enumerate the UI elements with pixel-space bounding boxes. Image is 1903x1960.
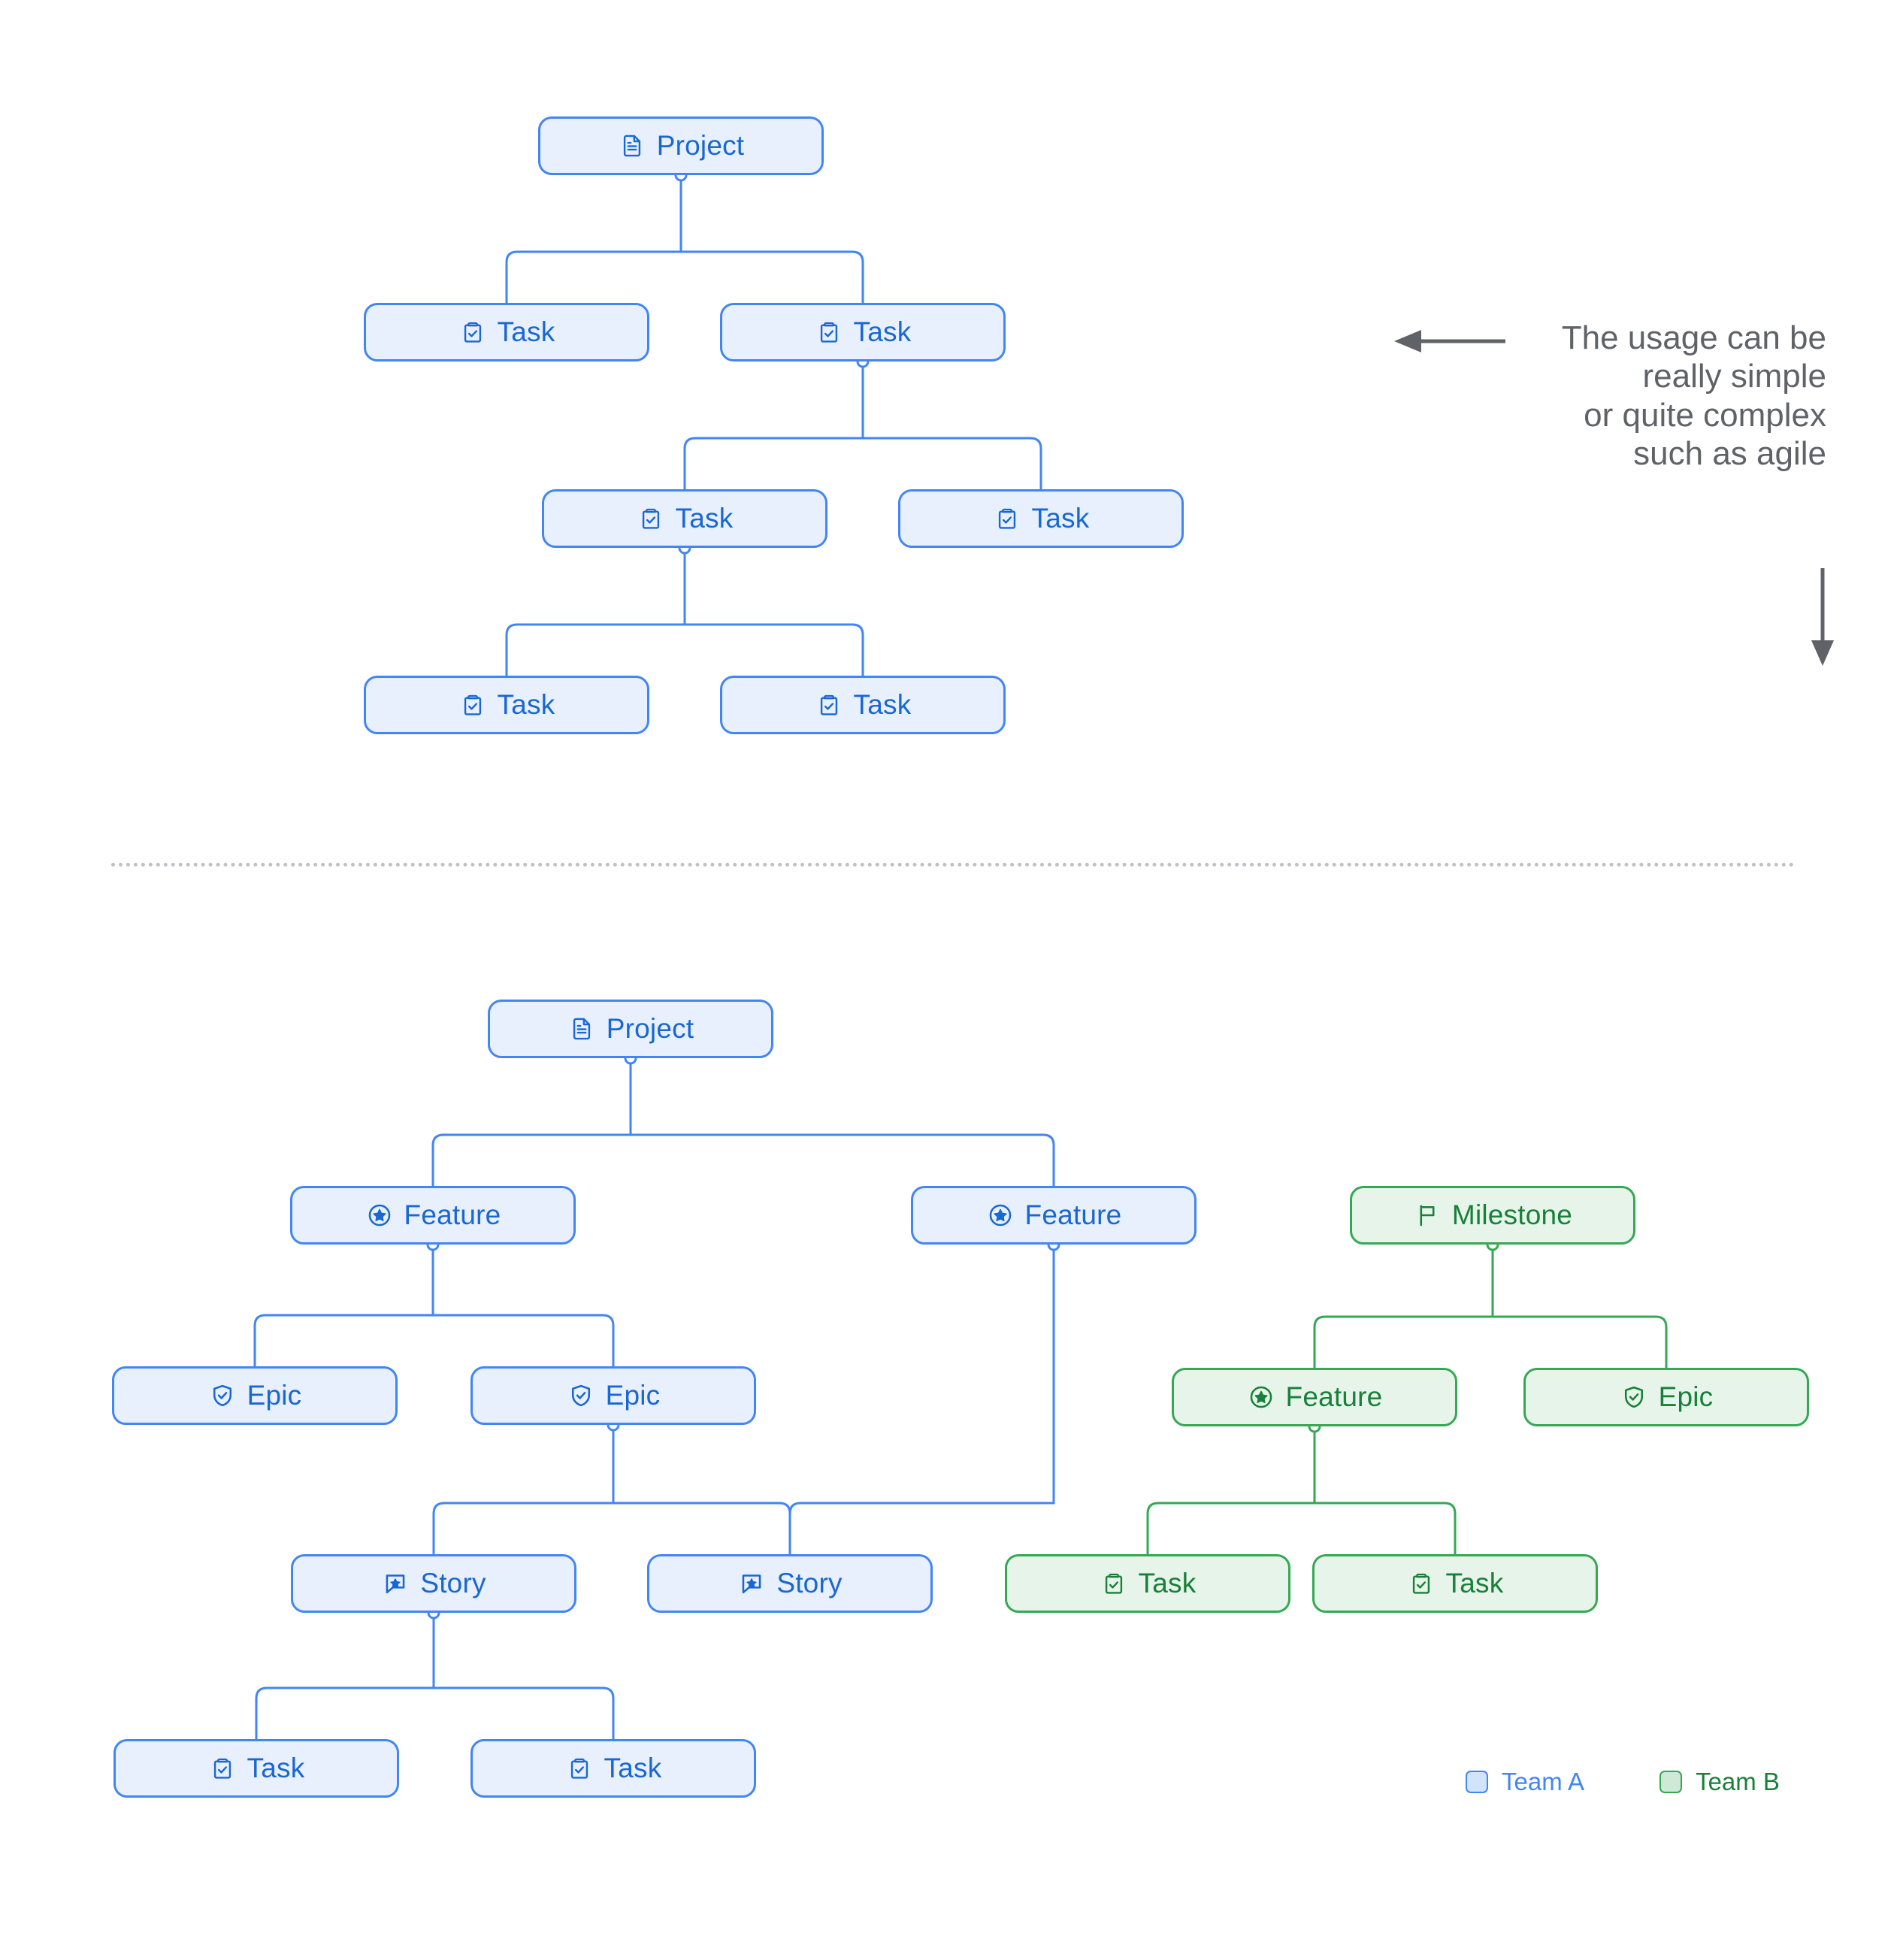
node-task-green[interactable]: Task bbox=[1005, 1554, 1290, 1613]
node-label: Feature bbox=[404, 1199, 501, 1230]
node-label: Story bbox=[420, 1568, 486, 1599]
node-task-blue[interactable]: Task bbox=[364, 303, 649, 361]
annotation-line: such as agile bbox=[1633, 435, 1826, 473]
node-task-blue[interactable]: Task bbox=[364, 676, 649, 734]
node-label: Epic bbox=[247, 1380, 302, 1411]
node-task-blue[interactable]: Task bbox=[542, 489, 827, 548]
annotation-text: The usage can be really simple or quite … bbox=[1473, 319, 1826, 473]
legend-swatch-blue bbox=[1466, 1771, 1488, 1793]
shield-check-icon bbox=[1620, 1383, 1648, 1411]
comment-star-icon bbox=[737, 1569, 766, 1598]
connector-path bbox=[788, 1502, 1055, 1556]
clipboard-check-icon bbox=[458, 318, 487, 346]
clipboard-check-icon bbox=[565, 1754, 594, 1783]
arrow-down-icon bbox=[1811, 568, 1834, 666]
node-label: Task bbox=[853, 316, 912, 347]
legend-item-team-a[interactable]: Team A bbox=[1466, 1768, 1584, 1796]
node-label: Task bbox=[853, 689, 912, 720]
connector-path bbox=[1146, 1502, 1316, 1556]
connector-path bbox=[432, 1686, 615, 1741]
node-epic-blue[interactable]: Epic bbox=[112, 1366, 398, 1425]
clipboard-check-icon bbox=[815, 318, 843, 346]
node-milestone-green[interactable]: Milestone bbox=[1350, 1186, 1635, 1245]
annotation-line: really simple bbox=[1642, 358, 1826, 395]
arrow-left-icon bbox=[1394, 330, 1505, 352]
annotation-line: The usage can be bbox=[1561, 319, 1826, 356]
star-circle-icon bbox=[365, 1201, 394, 1230]
connector-path bbox=[1491, 1315, 1668, 1369]
flag-icon bbox=[1413, 1201, 1442, 1230]
connector-path bbox=[505, 250, 682, 304]
document-icon bbox=[618, 132, 646, 160]
node-label: Project bbox=[656, 130, 745, 161]
node-story-blue[interactable]: Story bbox=[647, 1554, 933, 1613]
legend-swatch-green bbox=[1659, 1771, 1683, 1793]
node-label: Feature bbox=[1285, 1381, 1383, 1412]
connector-path bbox=[432, 1502, 615, 1556]
node-task-blue[interactable]: Task bbox=[113, 1739, 399, 1798]
node-label: Project bbox=[606, 1013, 694, 1044]
shield-check-icon bbox=[567, 1381, 595, 1410]
node-feature-green[interactable]: Feature bbox=[1172, 1368, 1457, 1426]
connector-path bbox=[1313, 1502, 1457, 1556]
node-label: Epic bbox=[1658, 1381, 1714, 1412]
legend-label: Team A bbox=[1502, 1768, 1585, 1795]
node-task-green[interactable]: Task bbox=[1312, 1554, 1598, 1613]
shield-check-icon bbox=[208, 1381, 237, 1410]
node-task-blue[interactable]: Task bbox=[720, 303, 1006, 361]
star-circle-icon bbox=[986, 1201, 1015, 1230]
node-label: Task bbox=[497, 316, 555, 347]
node-label: Feature bbox=[1024, 1199, 1122, 1230]
node-label: Task bbox=[675, 503, 734, 534]
legend: Team A Team B bbox=[1466, 1768, 1780, 1796]
clipboard-check-icon bbox=[208, 1754, 237, 1783]
comment-star-icon bbox=[381, 1569, 410, 1598]
annotation-line: or quite complex bbox=[1584, 396, 1826, 434]
clipboard-check-icon bbox=[1100, 1569, 1128, 1598]
connector-path bbox=[253, 1314, 434, 1368]
node-label: Story bbox=[776, 1568, 843, 1599]
legend-item-team-b[interactable]: Team B bbox=[1659, 1768, 1780, 1796]
connector-path bbox=[612, 1502, 791, 1556]
node-label: Task bbox=[1445, 1568, 1504, 1599]
connector-path bbox=[683, 623, 864, 677]
connector-path bbox=[255, 1686, 435, 1741]
section-divider bbox=[111, 863, 1795, 867]
connector-path bbox=[629, 1133, 1055, 1187]
connector-path bbox=[683, 437, 864, 491]
clipboard-check-icon bbox=[815, 691, 843, 719]
node-task-blue[interactable]: Task bbox=[898, 489, 1184, 548]
node-label: Epic bbox=[605, 1380, 661, 1411]
node-feature-blue[interactable]: Feature bbox=[290, 1186, 576, 1245]
connector-path bbox=[431, 1133, 632, 1187]
node-label: Task bbox=[604, 1753, 662, 1783]
node-task-blue[interactable]: Task bbox=[720, 676, 1006, 734]
clipboard-check-icon bbox=[993, 504, 1021, 533]
legend-label: Team B bbox=[1696, 1768, 1780, 1795]
node-label: Task bbox=[1138, 1568, 1197, 1599]
node-label: Task bbox=[497, 689, 555, 720]
document-icon bbox=[567, 1015, 596, 1043]
clipboard-check-icon bbox=[458, 691, 487, 719]
clipboard-check-icon bbox=[637, 504, 665, 533]
connector-path bbox=[861, 437, 1042, 491]
node-epic-blue[interactable]: Epic bbox=[470, 1366, 756, 1425]
clipboard-check-icon bbox=[1407, 1569, 1436, 1598]
star-circle-icon bbox=[1247, 1383, 1275, 1411]
node-epic-green[interactable]: Epic bbox=[1523, 1368, 1809, 1426]
node-project-blue[interactable]: Project bbox=[488, 1000, 773, 1058]
node-label: Task bbox=[1031, 503, 1090, 534]
node-story-blue[interactable]: Story bbox=[291, 1554, 576, 1613]
connector-path bbox=[1313, 1315, 1494, 1369]
node-task-blue[interactable]: Task bbox=[470, 1739, 756, 1798]
node-project-blue[interactable]: Project bbox=[538, 116, 824, 175]
node-feature-blue[interactable]: Feature bbox=[911, 1186, 1197, 1245]
connector-path bbox=[431, 1314, 615, 1368]
connector-path bbox=[679, 250, 864, 304]
connector-path bbox=[505, 623, 686, 677]
node-label: Milestone bbox=[1451, 1199, 1573, 1230]
node-label: Task bbox=[247, 1753, 305, 1783]
